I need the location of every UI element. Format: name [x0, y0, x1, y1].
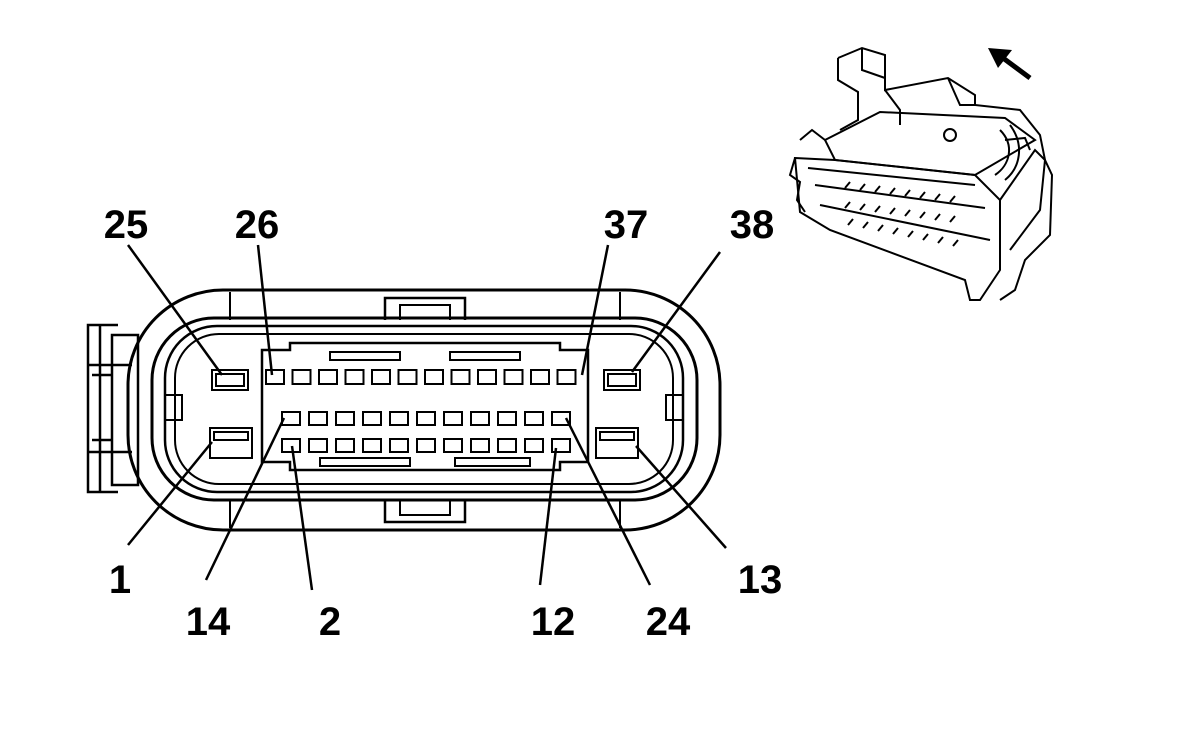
- pin-36: [530, 369, 550, 385]
- leader-25: [126, 244, 224, 376]
- pin-31: [397, 369, 418, 385]
- pin-row-middle: [281, 411, 571, 426]
- pin-37: [556, 369, 577, 385]
- label-14: 14: [186, 600, 231, 644]
- label-24: 24: [646, 600, 691, 644]
- pin-33: [450, 369, 471, 385]
- pin-30: [371, 369, 391, 385]
- leader-26: [256, 244, 274, 376]
- pin-row-bottom: [281, 438, 571, 453]
- leader-lines: [126, 244, 727, 591]
- pin-29: [344, 369, 365, 385]
- pin-11: [524, 438, 544, 453]
- pin-labels: 25 26 37 38 1 14 2 12 24 13: [104, 203, 783, 644]
- pin-16: [335, 411, 355, 426]
- pin-34: [477, 369, 497, 385]
- pin-20: [443, 411, 463, 426]
- label-13: 13: [738, 558, 783, 602]
- leader-24: [564, 417, 652, 586]
- pin-26: [265, 369, 285, 385]
- connector-latch: [86, 323, 140, 494]
- leader-13: [635, 445, 727, 549]
- direction-arrow-icon: [988, 48, 1032, 81]
- pin-5: [362, 438, 382, 453]
- pin-21: [470, 411, 490, 426]
- leader-12: [538, 447, 558, 586]
- pin-35: [503, 369, 524, 385]
- pin-18: [389, 411, 409, 426]
- pin-10: [497, 438, 517, 453]
- pin-22: [497, 411, 517, 426]
- connector-housing-inner: [150, 316, 699, 502]
- label-2: 2: [319, 600, 341, 644]
- label-1: 1: [109, 558, 131, 602]
- pin-32: [424, 369, 444, 385]
- label-37: 37: [604, 203, 649, 247]
- pin-19: [416, 411, 436, 426]
- pin-15: [308, 411, 328, 426]
- pin-row-top: [265, 369, 577, 385]
- connector-face: [86, 288, 722, 532]
- label-12: 12: [531, 600, 576, 644]
- pin-7: [416, 438, 436, 453]
- label-25: 25: [104, 203, 149, 247]
- pin-28: [318, 369, 338, 385]
- label-38: 38: [730, 203, 775, 247]
- leader-38: [630, 251, 722, 373]
- bottom-key: [383, 500, 467, 524]
- pin-6: [389, 438, 409, 453]
- pin-8: [443, 438, 463, 453]
- pin-3: [308, 438, 328, 453]
- label-26: 26: [235, 203, 280, 247]
- pin-17: [362, 411, 382, 426]
- top-key: [383, 296, 467, 320]
- connector-iso-view: [788, 46, 1054, 301]
- leader-2: [290, 445, 314, 591]
- leader-1: [127, 441, 213, 546]
- pin-24: [551, 411, 571, 426]
- pin-23: [524, 411, 544, 426]
- leader-37: [580, 244, 610, 376]
- pin-2: [281, 438, 301, 453]
- pin-4: [335, 438, 355, 453]
- connector-housing-outer: [126, 288, 722, 532]
- pin-9: [470, 438, 490, 453]
- leader-14: [204, 417, 286, 581]
- pin-14: [281, 411, 301, 426]
- pin-27: [291, 369, 312, 385]
